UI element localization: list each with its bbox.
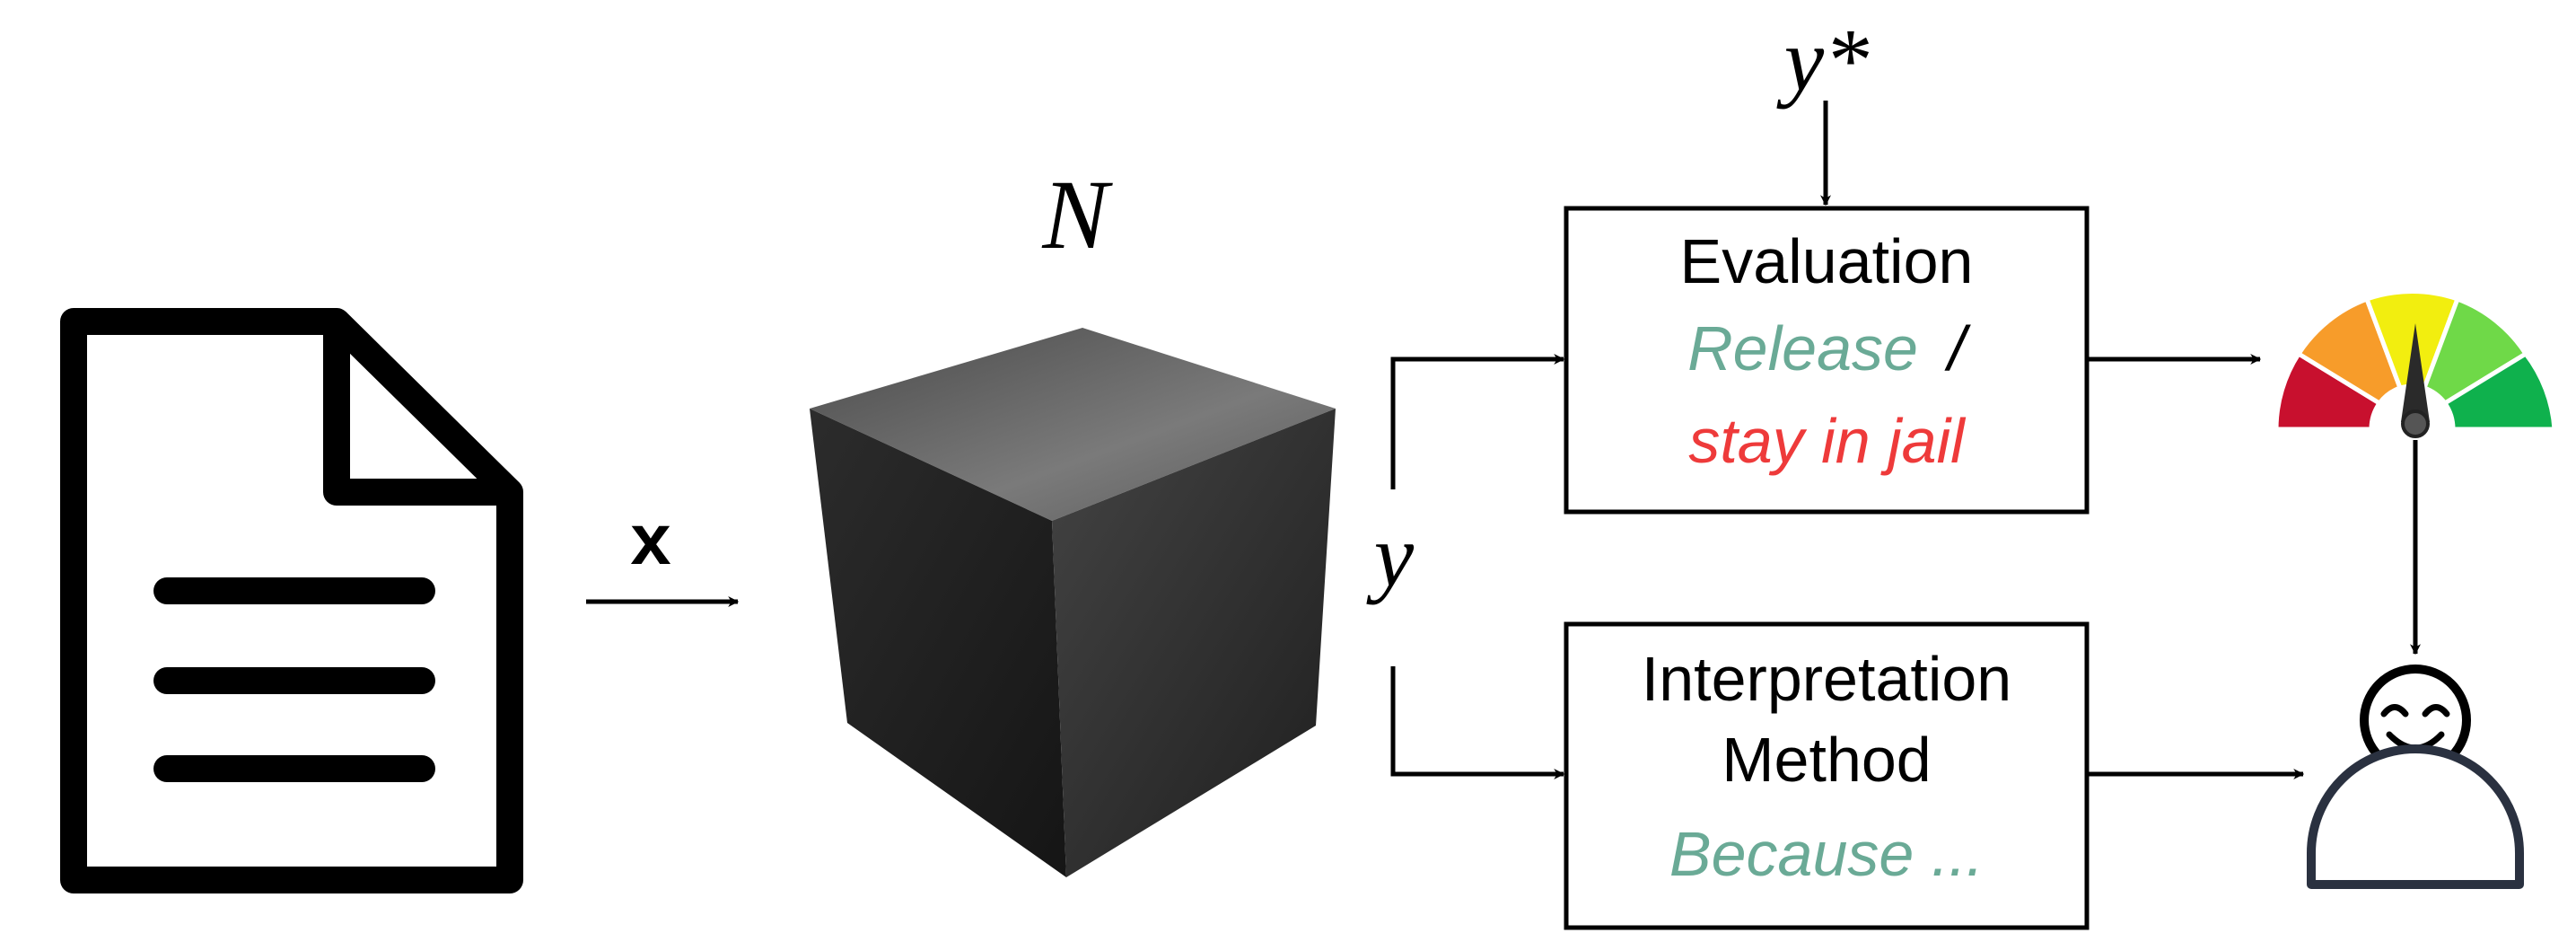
interpretation-box: Interpretation Method Because ...: [1564, 621, 2090, 930]
smiling-user-icon: [2307, 665, 2524, 889]
target-variable-label: y*: [1776, 10, 1869, 110]
y-to-interpretation-arrow: [1390, 666, 1565, 779]
output-variable-label: y: [1366, 506, 1415, 605]
y-to-evaluation-arrow: [1390, 354, 1565, 489]
model-label: N: [1041, 160, 1113, 269]
gauge-needle: [2401, 323, 2430, 422]
input-variable-label: x: [629, 505, 672, 586]
gauge-hub: [2401, 409, 2430, 438]
document-icon: [60, 308, 523, 893]
black-box-cube-icon: [810, 328, 1336, 877]
release-option: Release: [1687, 313, 1918, 383]
user-body: [2307, 744, 2524, 889]
evaluation-options: Release /: [1687, 313, 1971, 383]
interpretation-title-line1: Interpretation: [1642, 644, 2011, 714]
user-left-eye: [2380, 704, 2409, 717]
target-variable-text: y*: [1776, 10, 1869, 110]
interpretation-explanation: Because ...: [1669, 819, 1984, 889]
interpretation-title-line2: Method: [1722, 725, 1931, 795]
evaluation-box: Evaluation Release / stay in jail: [1564, 206, 2090, 515]
jail-option: stay in jail: [1688, 406, 1967, 476]
user-right-eye: [2422, 704, 2450, 717]
gauge-meter-icon: [2274, 289, 2557, 438]
evaluation-title: Evaluation: [1680, 226, 1974, 296]
